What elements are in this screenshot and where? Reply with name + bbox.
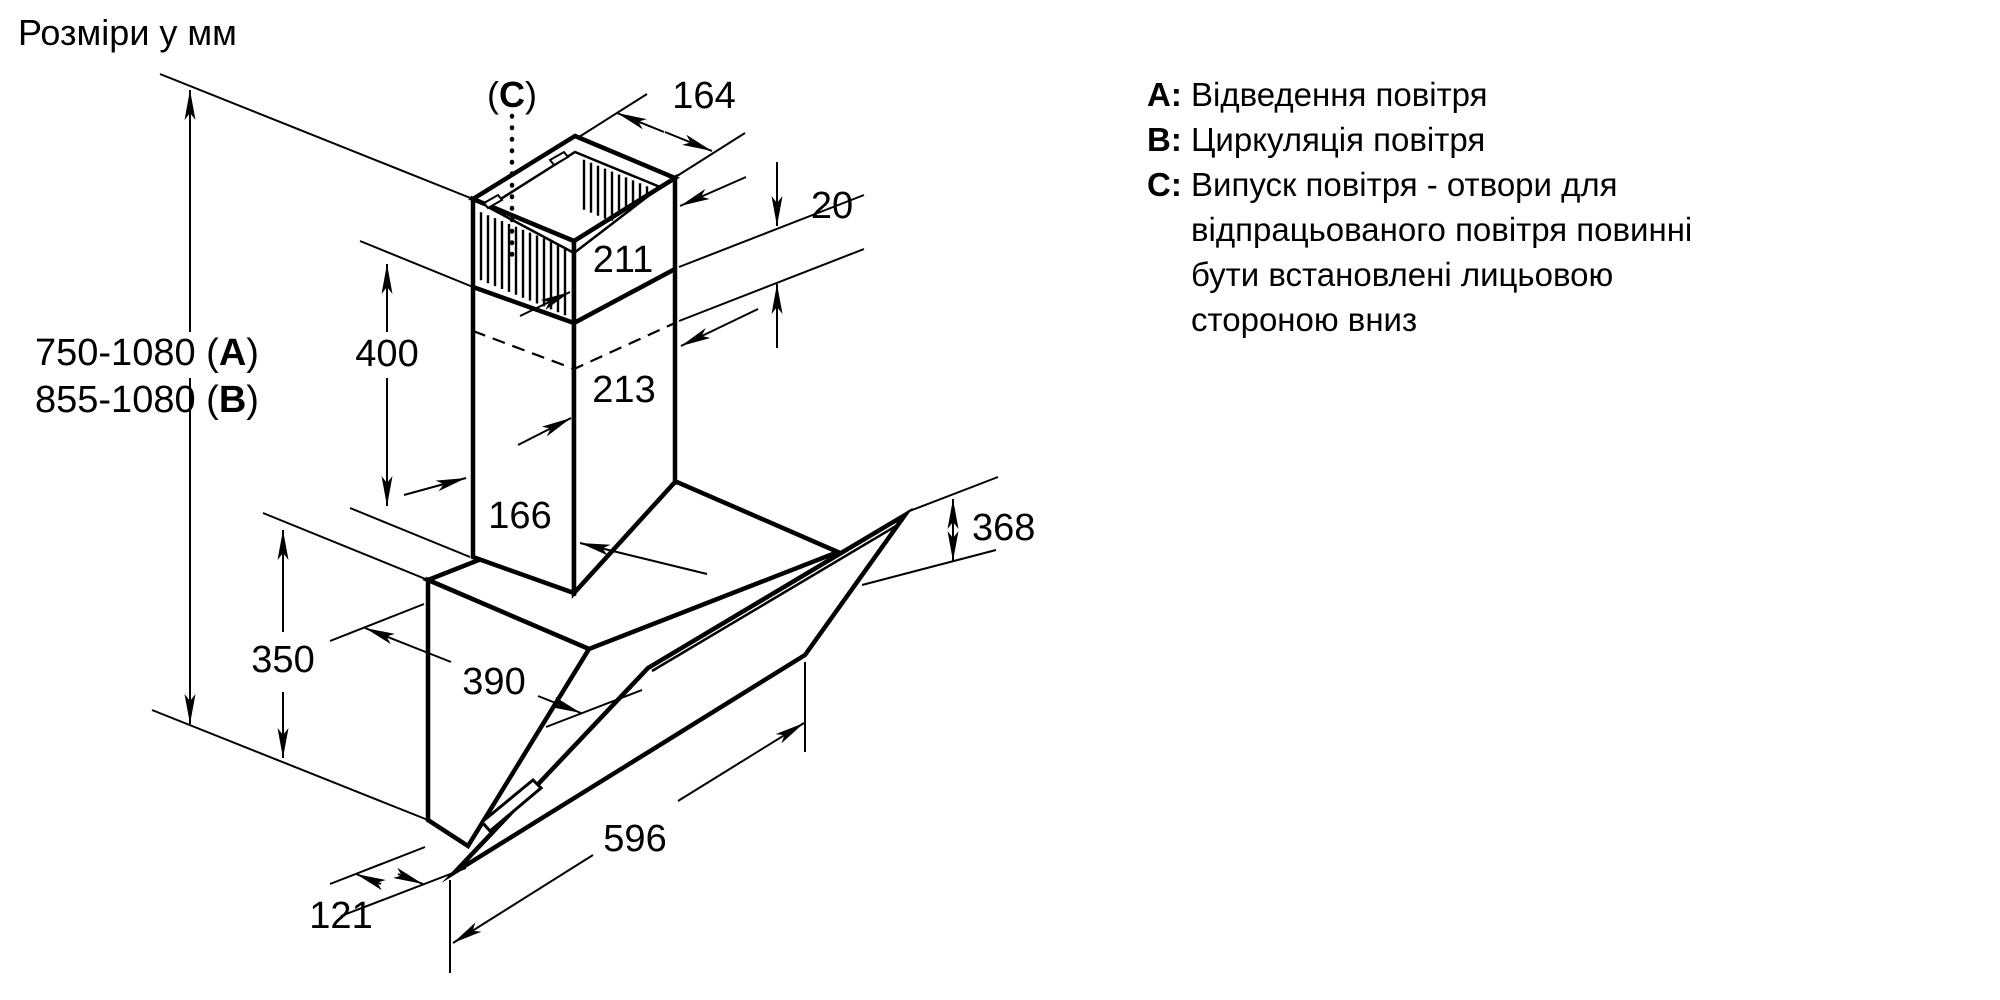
dim-label-213: 213 (592, 369, 655, 411)
ext-line (545, 689, 643, 728)
dim-duct-depth-top (578, 93, 746, 177)
legend-text-c: Випуск повітря - отвори для відпрацьован… (1191, 162, 1692, 342)
callout-c-label: (C) (487, 74, 537, 115)
dim-body-height (262, 512, 429, 758)
chimney-section-joint (472, 267, 677, 326)
dim-label-121: 121 (309, 895, 372, 937)
dim-glass-width (449, 662, 806, 973)
dimension-labels: 164 20 211 400 213 166 368 350 390 596 1… (35, 75, 1035, 937)
ext-line (678, 194, 865, 268)
legend-text-b: Циркуляція повітря (1191, 121, 1486, 158)
dim-line (677, 722, 805, 802)
page-title: Розміри у мм (18, 12, 237, 53)
dim-line (364, 627, 452, 663)
ext-line (340, 867, 467, 917)
legend-text-a: Відведення повітря (1191, 76, 1488, 113)
glass-inner-edge (651, 524, 897, 673)
dim-label-20: 20 (811, 185, 853, 227)
ext-line (349, 507, 471, 558)
callout-c: (C) (487, 74, 537, 261)
leader-213-left (517, 417, 572, 446)
dimension-lines (151, 73, 999, 973)
legend-item-b: B: Циркуляція повітря (1147, 117, 1692, 162)
dim-line (355, 873, 386, 891)
ext-line (262, 512, 429, 581)
ext-line (151, 709, 429, 821)
dim-label-596: 596 (603, 818, 666, 860)
rim-slot-right (548, 150, 570, 167)
ext-line (906, 476, 999, 513)
ext-line (159, 73, 474, 200)
leader-211-left (519, 291, 571, 317)
dim-label-164: 164 (672, 75, 735, 117)
legend-text-c-line3: бути встановлені лицьовою (1191, 256, 1614, 293)
ext-line (676, 132, 746, 177)
dim-label-height-exhaust: 750-1080 (A) (35, 332, 259, 374)
dim-label-390: 390 (462, 661, 525, 703)
dim-line (537, 695, 582, 714)
legend-key-a: A: (1147, 76, 1182, 113)
legend-key-c: C: (1147, 166, 1182, 203)
legend-item-a: A: Відведення повітря (1147, 72, 1692, 117)
ext-line (329, 603, 425, 642)
dim-overall-height (151, 73, 474, 821)
ext-line (329, 846, 426, 885)
leader-166-left (403, 477, 467, 496)
legend-item-c: C: Випуск повітря - отвори для відпрацьо… (1147, 162, 1692, 342)
dim-line (393, 867, 424, 885)
legend-key-b: B: (1147, 121, 1182, 158)
dim-chimney-height (349, 240, 474, 558)
legend: A: Відведення повітря B: Циркуляція пові… (1147, 72, 1692, 342)
ext-line (861, 549, 997, 586)
chimney-inner-rim (485, 150, 663, 255)
ext-line (578, 93, 648, 138)
dim-label-211: 211 (593, 239, 654, 281)
leader-166-right (579, 542, 708, 575)
chimney-overlap-hidden-line (472, 321, 676, 371)
leader-arrows (403, 176, 759, 575)
chimney-top-rim (468, 133, 680, 244)
dim-body-depth (329, 603, 643, 728)
rim-slot-left (482, 193, 504, 210)
chimney-vents-left (479, 212, 567, 316)
legend-text-c-line2: відпрацьованого повітря повинні (1191, 211, 1693, 248)
dim-label-350: 350 (251, 639, 314, 681)
ext-line (359, 240, 474, 288)
dim-line (616, 112, 665, 133)
dim-label-400: 400 (355, 333, 418, 375)
leader-211-right (679, 176, 747, 207)
dim-label-368: 368 (972, 507, 1035, 549)
dim-line (664, 131, 713, 152)
dim-label-height-recirculation: 855-1080 (B) (35, 379, 259, 421)
ext-line (678, 248, 865, 322)
legend-text-c-line4: стороною вниз (1191, 301, 1418, 338)
dim-line (452, 854, 594, 944)
legend-text-c-line1: Випуск повітря - отвори для (1191, 166, 1618, 203)
dim-bottom-offset (329, 846, 467, 917)
dim-label-166: 166 (488, 495, 551, 537)
dim-glass-height (861, 476, 999, 586)
dim-overlap (678, 162, 865, 348)
chimney-vents-inner (582, 159, 649, 221)
body-left-face (425, 576, 593, 850)
glass-handle-strip (479, 777, 544, 834)
leader-213-right (680, 308, 759, 347)
